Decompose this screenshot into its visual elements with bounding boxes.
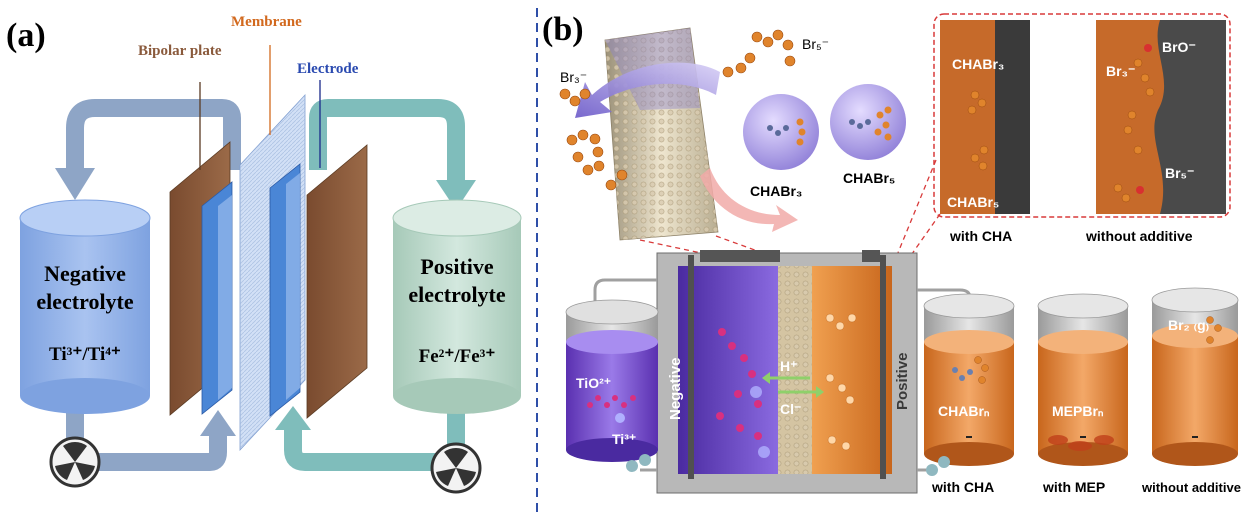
cl-minus-label: Cl⁻ <box>780 401 801 417</box>
inset-br5-label: Br₅⁻ <box>1165 165 1194 181</box>
chabr3-label: CHABr₃ <box>750 183 802 199</box>
negative-tank-title-1: Negative <box>44 261 126 286</box>
negative-loop-arrowhead-down <box>55 168 95 200</box>
br3-release-arrow <box>575 62 720 118</box>
electrode-label: Electrode <box>297 61 359 77</box>
negative-electrolyte-tank <box>19 199 151 414</box>
inset-without-additive-label: without additive <box>1085 228 1193 244</box>
inset-bro-label: BrO⁻ <box>1162 39 1196 55</box>
br5-label: Br₅⁻ <box>802 36 829 52</box>
inset-with-cha-label: with CHA <box>949 228 1012 244</box>
inset-chabr5-label: CHABr₅ <box>947 194 999 210</box>
tio2-label: TiO²⁺ <box>576 375 611 391</box>
negative-redox-couple: Ti³⁺/Ti⁴⁺ <box>49 344 121 365</box>
bottom-with-mep-label: with MEP <box>1042 479 1105 495</box>
positive-electrolyte-tank <box>392 199 522 414</box>
reservoir-with-mep <box>1037 293 1129 466</box>
positive-redox-couple: Fe²⁺/Fe³⁺ <box>419 346 496 367</box>
inset-chabr3-label: CHABr₃ <box>952 56 1004 72</box>
panel-b: (b) Br₅⁻ Br₃⁻ <box>542 11 1241 495</box>
chabr3-sphere <box>743 94 819 170</box>
complex-formation-arrow <box>700 168 798 232</box>
positive-side-label: Positive <box>894 352 911 410</box>
br2g-label: Br₂ ₍g₎ <box>1168 317 1209 333</box>
negative-side-label: Negative <box>667 357 684 420</box>
negative-pump-icon <box>49 436 101 488</box>
negative-reservoir <box>565 299 659 472</box>
ti3-label: Ti³⁺ <box>612 431 636 447</box>
h-plus-label: H⁺ <box>780 358 798 374</box>
bipolar-plate-label: Bipolar plate <box>138 43 222 59</box>
membrane-label: Membrane <box>231 14 302 30</box>
panel-a: (a) Negative electrolyte Ti³⁺/Ti⁴⁺ <box>6 14 522 494</box>
left-electrode-side <box>218 195 232 400</box>
right-electrode-side <box>286 173 300 400</box>
panel-b-label: (b) <box>542 11 584 48</box>
right-bipolar-plate <box>306 144 368 419</box>
reservoir-without-additive <box>1151 287 1239 466</box>
chabr5-label: CHABr₅ <box>843 170 895 186</box>
porous-carbon-tube <box>604 27 719 241</box>
negative-tank-title-2: electrolyte <box>36 289 134 314</box>
positive-loop-arrowhead-down <box>436 180 476 210</box>
chabr5-sphere <box>830 84 906 160</box>
mepbrn-label: MEPBrₙ <box>1052 403 1104 419</box>
bottom-without-additive-label: without additive <box>1141 480 1241 495</box>
negative-loop-arrowhead-up <box>200 410 236 436</box>
positive-tank-title-1: Positive <box>420 254 494 279</box>
chabrn-label: CHABrₙ <box>938 403 990 419</box>
bottom-with-cha-label: with CHA <box>931 479 994 495</box>
inset-br3-label: Br₃⁻ <box>1106 63 1135 79</box>
positive-pump-icon <box>430 442 482 494</box>
bromine-clusters <box>559 29 796 191</box>
positive-loop-arrowhead-up <box>275 406 311 430</box>
br3-label: Br₃⁻ <box>560 69 587 85</box>
positive-tank-title-2: electrolyte <box>408 282 506 307</box>
interface-inset <box>933 13 1231 218</box>
flow-cell <box>656 250 918 494</box>
panel-a-label: (a) <box>6 17 46 54</box>
reservoir-with-cha <box>923 293 1015 476</box>
